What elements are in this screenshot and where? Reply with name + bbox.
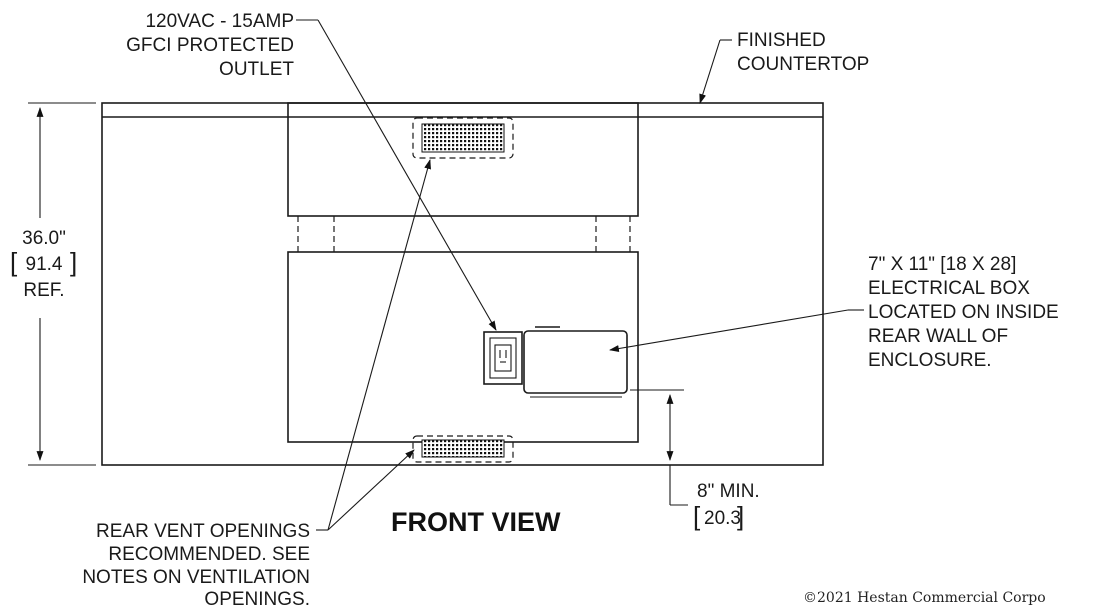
height-ref: REF. xyxy=(23,280,64,301)
height-metric: 91.4 xyxy=(26,254,63,275)
vent-leader xyxy=(316,159,431,531)
box-label-line5: ENCLOSURE. xyxy=(868,350,992,371)
outlet-label-line3: OUTLET xyxy=(219,59,294,80)
min-clearance-metric: 20.3 xyxy=(704,508,741,529)
countertop-leader xyxy=(699,39,732,104)
top-vent-grille xyxy=(412,117,514,159)
bottom-vent-grille xyxy=(412,435,514,463)
electrical-box xyxy=(523,326,628,398)
copyright-notice: ©2021 Hestan Commercial Corpo xyxy=(803,590,1046,606)
outlet-label-line1: 120VAC - 15AMP xyxy=(145,11,294,32)
enclosure-outline xyxy=(101,102,824,466)
height-value: 36.0" xyxy=(22,228,66,249)
min-bracket-close: ] xyxy=(737,501,744,531)
min-bracket-open: [ xyxy=(693,501,701,531)
vent-label-line1: REAR VENT OPENINGS xyxy=(96,521,310,542)
height-bracket-open: [ xyxy=(10,247,18,277)
upper-appliance xyxy=(287,102,639,252)
vent-label-line3: NOTES ON VENTILATION xyxy=(82,567,310,588)
electrical-box-leader xyxy=(609,309,864,352)
height-bracket-close: ] xyxy=(70,247,77,277)
vent-label-line2: RECOMMENDED. SEE xyxy=(108,544,310,565)
outlet-label-line2: GFCI PROTECTED xyxy=(126,35,294,56)
min-clearance-value: 8" MIN. xyxy=(697,481,760,502)
box-label-line3: LOCATED ON INSIDE xyxy=(868,302,1059,323)
outlet-leader xyxy=(296,19,497,331)
box-label-line1: 7" X 11" [18 X 28] xyxy=(868,254,1016,275)
gfci-outlet xyxy=(483,331,523,385)
view-title: FRONT VIEW xyxy=(391,507,561,537)
box-label-line4: REAR WALL OF xyxy=(868,326,1008,347)
lower-appliance xyxy=(287,251,639,443)
box-label-line2: ELECTRICAL BOX xyxy=(868,278,1030,299)
countertop-label-line2: COUNTERTOP xyxy=(737,54,869,75)
vent-label-line4: OPENINGS. xyxy=(204,589,310,607)
height-dimension xyxy=(28,102,96,466)
countertop-label-line1: FINISHED xyxy=(737,30,826,51)
min-clearance-dimension xyxy=(630,389,688,506)
